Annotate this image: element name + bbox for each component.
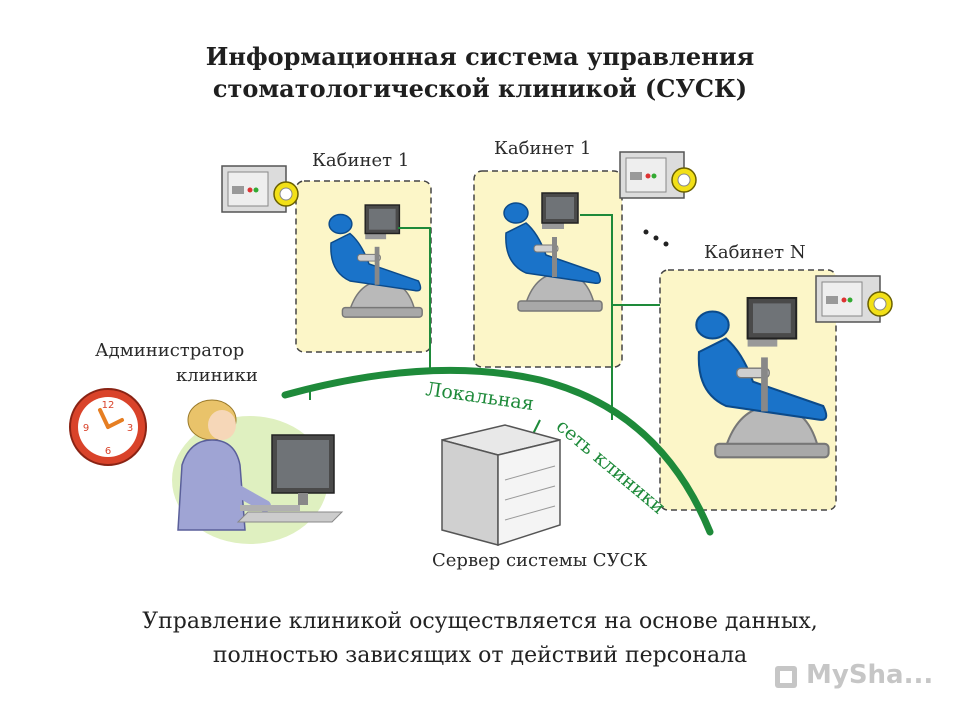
admin-label-line1: Администратор: [95, 340, 245, 361]
server-label: Сервер системы СУСК: [432, 550, 648, 571]
cabinet-2-label: Кабинет 1: [494, 138, 592, 159]
workstation-icon: [619, 151, 697, 199]
clock-icon: 12 3 6 9: [69, 388, 147, 466]
server-icon: [441, 424, 561, 547]
page-title-line2: стоматологической клиникой (СУСК): [212, 74, 748, 103]
workstation-icon: [221, 165, 299, 213]
watermark-logo-icon: [775, 666, 797, 688]
network-label-part1: Локальная: [424, 378, 535, 415]
svg-text:6: 6: [105, 446, 111, 457]
page-title-line1: Информационная система управления: [205, 42, 755, 71]
admin-label-line2: клиники: [176, 365, 258, 386]
administrator-icon: [177, 399, 271, 531]
watermark-text: MySha...: [806, 660, 934, 690]
caption-line2: полностью зависящих от действий персонал…: [212, 643, 748, 668]
svg-text:9: 9: [83, 423, 89, 434]
ellipsis-dots: [643, 229, 669, 247]
workstation-icon: [815, 275, 893, 323]
cabinet-1-label: Кабинет 1: [312, 150, 410, 171]
svg-text:12: 12: [102, 400, 115, 411]
cabinet-n-label: Кабинет N: [704, 242, 806, 263]
network-label-part2: сеть клиники: [552, 415, 670, 519]
local-network-arc: [281, 366, 714, 536]
caption-line1: Управление клиникой осуществляется на ос…: [142, 609, 818, 634]
svg-text:3: 3: [127, 423, 133, 434]
computer-icon: [236, 434, 344, 523]
